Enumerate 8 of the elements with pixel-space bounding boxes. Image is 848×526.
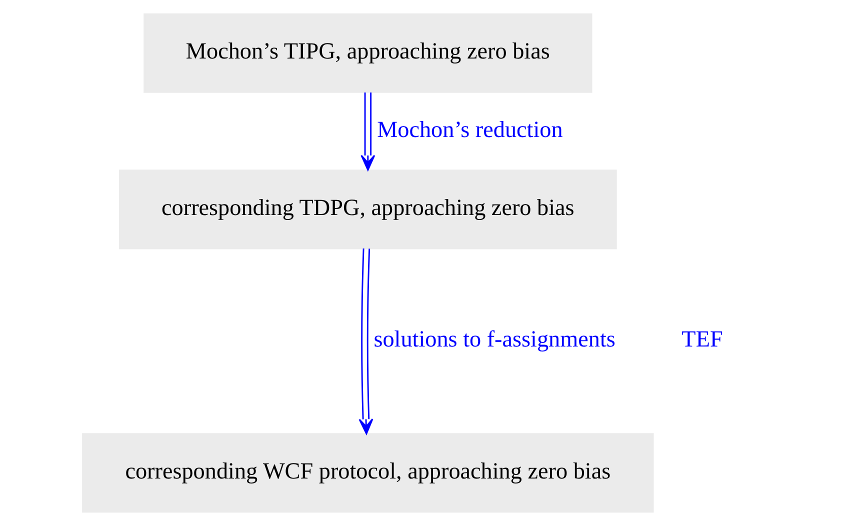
node-box: corresponding TDPG, approaching zero bias — [118, 170, 617, 250]
edge-label: Mochon’s reduction — [377, 116, 563, 143]
label: TEF — [682, 326, 723, 353]
arrow — [358, 248, 374, 434]
node-box: Mochon’s TIPG, approaching zero bias — [144, 13, 592, 93]
node-box: corresponding WCF protocol, approaching zero bias — [82, 433, 654, 513]
arrow — [360, 92, 376, 171]
edge-label: solutions to f-assignments — [374, 326, 616, 353]
